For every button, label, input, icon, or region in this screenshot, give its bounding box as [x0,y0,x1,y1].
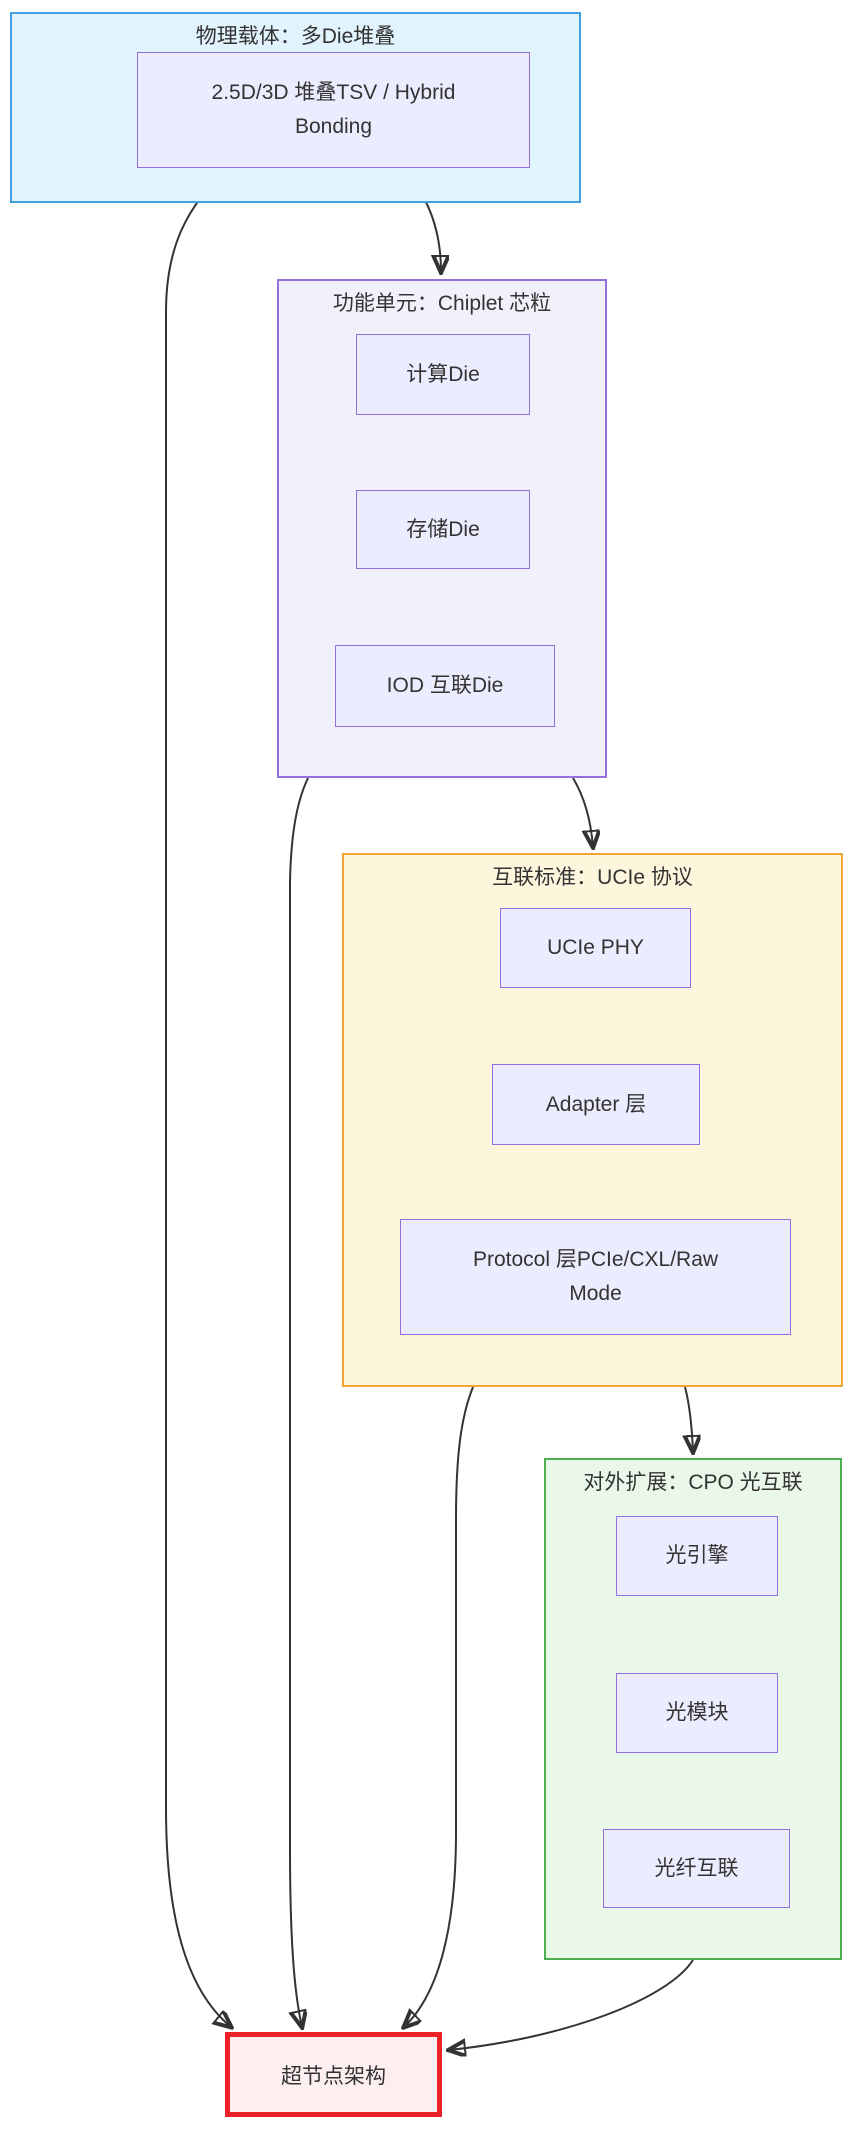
cluster-ucie-standard: 互联标准：UCIe 协议 UCIe PHY Adapter 层 Protocol… [342,853,843,1387]
node-iod-die-label: IOD 互联Die [386,674,504,698]
node-iod-die: IOD 互联Die [335,645,555,727]
edge-functional-to-ucie [572,777,593,847]
node-optical-module-label: 光模块 [665,1701,729,1725]
edge-physical-to-supernode [165,165,231,2027]
node-ucie-phy: UCIe PHY [500,908,691,988]
node-optical-engine-label: 光引擎 [665,1544,729,1568]
node-die-stack: 2.5D/3D 堆叠TSV / Hybrid Bonding [137,52,530,168]
cluster-cpo-title: 对外扩展：CPO 光互联 [583,1471,803,1494]
node-optical-engine: 光引擎 [616,1516,778,1596]
edge-ucie-to-cpo [685,1386,693,1452]
node-optical-module: 光模块 [616,1673,778,1753]
node-supernode-architecture: 超节点架构 [225,2032,442,2117]
node-adapter-layer: Adapter 层 [492,1064,700,1145]
node-supernode-architecture-label: 超节点架构 [281,2064,386,2088]
edge-ucie-to-supernode [404,1386,474,2027]
node-ucie-phy-label: UCIe PHY [547,936,644,960]
node-protocol-layer: Protocol 层PCIe/CXL/Raw Mode [400,1219,791,1335]
edge-functional-to-supernode [290,777,309,2027]
node-fiber-interconnect: 光纤互联 [603,1829,790,1908]
cluster-ucie-title: 互联标准：UCIe 协议 [492,866,693,889]
node-compute-die-label: 计算Die [406,362,480,386]
cluster-cpo-expansion: 对外扩展：CPO 光互联 光引擎 光模块 光纤互联 [544,1458,842,1960]
cluster-functional-units: 功能单元：Chiplet 芯粒 计算Die 存储Die IOD 互联Die [277,279,607,778]
node-compute-die: 计算Die [356,334,530,415]
node-fiber-interconnect-label: 光纤互联 [654,1856,739,1880]
edge-cpo-to-supernode [449,1959,694,2050]
node-protocol-layer-label: Protocol 层PCIe/CXL/Raw Mode [472,1248,719,1305]
cluster-physical-title: 物理载体：多Die堆叠 [195,25,396,48]
cluster-functional-title: 功能单元：Chiplet 芯粒 [332,292,552,315]
node-memory-die: 存储Die [356,490,530,569]
node-adapter-layer-label: Adapter 层 [545,1092,647,1116]
node-memory-die-label: 存储Die [406,517,480,541]
node-die-stack-label: 2.5D/3D 堆叠TSV / Hybrid Bonding [211,81,456,138]
cluster-physical-carrier: 物理载体：多Die堆叠 2.5D/3D 堆叠TSV / Hybrid Bondi… [10,12,581,203]
